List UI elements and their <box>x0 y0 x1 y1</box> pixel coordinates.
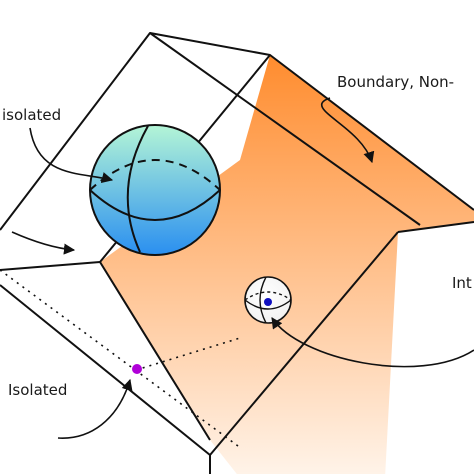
point-in-small-sphere <box>264 298 272 306</box>
small-sphere <box>244 276 292 324</box>
label-right-middle: Int <box>452 274 472 292</box>
shaded-face <box>100 55 474 474</box>
arrow-bottom-left <box>57 378 133 439</box>
hidden-edges <box>0 269 241 447</box>
arrow-left-face <box>11 231 76 255</box>
arrows <box>11 97 474 439</box>
label-top-right: Boundary, Non- <box>337 73 454 91</box>
isolated-point <box>132 364 142 374</box>
label-bottom-left: Isolated <box>8 381 67 399</box>
label-top-left: isolated <box>2 106 61 124</box>
arrow-top-right <box>321 97 375 164</box>
large-sphere <box>89 124 221 256</box>
arrow-right-middle <box>271 317 474 368</box>
arrow-top-left <box>29 127 114 183</box>
